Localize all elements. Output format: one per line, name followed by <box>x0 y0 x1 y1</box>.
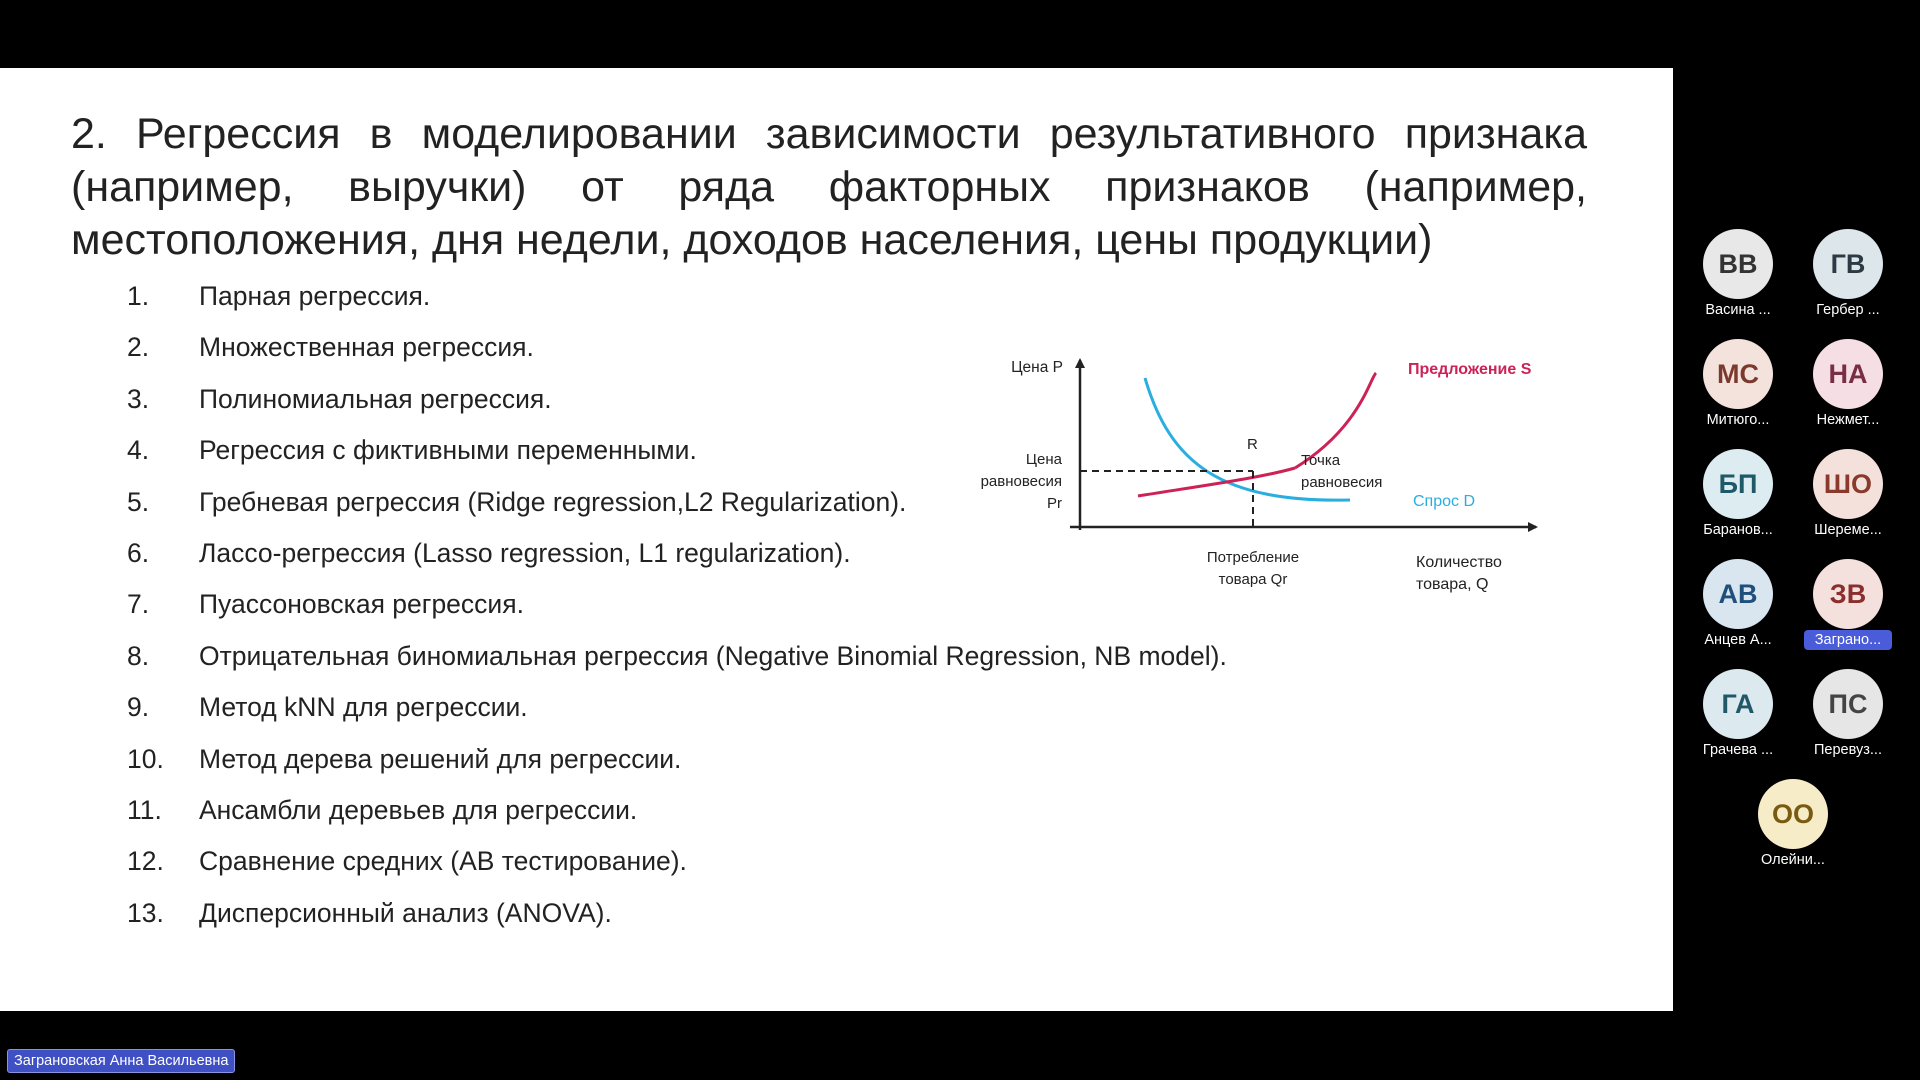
price-caption-2: равновесия <box>981 473 1062 490</box>
presentation-slide: 2. Регрессия в моделировании зависимости… <box>0 68 1673 1011</box>
participant-name: Митюго... <box>1706 412 1770 428</box>
participant-tile[interactable]: АВ Анцев А... <box>1688 559 1788 650</box>
item-number: 4. <box>127 435 150 466</box>
avatar: БП <box>1703 449 1773 519</box>
participant-name: Перевуз... <box>1814 742 1882 758</box>
participant-tile[interactable]: МС Митюго... <box>1688 339 1788 430</box>
item-text: Отрицательная биномиальная регрессия (Ne… <box>199 640 1227 671</box>
item-text: Дисперсионный анализ (ANOVA). <box>199 897 612 928</box>
item-text: Метод kNN для регрессии. <box>199 692 528 723</box>
avatar: ОО <box>1758 779 1828 849</box>
quantity-caption-1: Потребление <box>1207 549 1299 566</box>
participants-panel: ВВ Васина ... ГВ Гербер ... МС Митюго...… <box>1673 0 1920 1080</box>
equilibrium-caption-1: Точка <box>1301 452 1341 469</box>
participant-tile[interactable]: БП Баранов... <box>1688 449 1788 540</box>
quantity-caption-2: товара Qr <box>1219 571 1288 588</box>
participant-tile-active-speaker[interactable]: ЗВ Заграно... <box>1798 559 1898 655</box>
avatar: НА <box>1813 339 1883 409</box>
participant-tile[interactable]: ВВ Васина ... <box>1688 229 1788 320</box>
item-number: 9. <box>127 692 150 723</box>
item-text: Метод дерева решений для регрессии. <box>199 743 682 774</box>
participant-name: Заграно... <box>1804 630 1892 650</box>
item-number: 13. <box>127 897 164 928</box>
avatar: ПС <box>1813 669 1883 739</box>
price-caption-1: Цена <box>1026 451 1063 468</box>
item-number: 1. <box>127 281 150 311</box>
item-text: Полиномиальная регрессия. <box>199 383 552 414</box>
item-text: Парная регрессия. <box>199 281 431 311</box>
slide-title: 2. Регрессия в моделировании зависимости… <box>71 110 1587 264</box>
item-number: 7. <box>127 589 150 620</box>
supply-label: Предложение S <box>1408 361 1532 378</box>
avatar: АВ <box>1703 559 1773 629</box>
supply-curve-lower <box>1137 466 1296 498</box>
participant-tile[interactable]: ОО Олейни... <box>1743 779 1843 870</box>
item-number: 2. <box>127 332 150 363</box>
demand-curve <box>1143 377 1351 502</box>
item-text: Пуассоновская регрессия. <box>199 589 524 620</box>
x-axis-label-1: Количество <box>1416 554 1502 571</box>
demand-label: Спрос D <box>1413 493 1475 510</box>
x-axis-label-2: товара, Q <box>1416 576 1488 593</box>
participant-name: Шереме... <box>1814 522 1882 538</box>
participant-name: Анцев А... <box>1704 632 1772 648</box>
item-number: 3. <box>127 383 150 414</box>
item-text: Множественная регрессия. <box>199 332 534 363</box>
equilibrium-caption-2: равновесия <box>1301 474 1382 491</box>
item-text: Гребневая регрессия (Ridge regression,L2… <box>199 486 907 517</box>
item-number: 6. <box>127 537 150 568</box>
item-text: Сравнение средних (АВ тестирование). <box>199 846 687 877</box>
participant-name: Гербер ... <box>1816 302 1880 318</box>
participant-tile[interactable]: ПС Перевуз... <box>1798 669 1898 760</box>
avatar: ГВ <box>1813 229 1883 299</box>
item-text: Лассо-регрессия (Lasso regression, L1 re… <box>199 537 851 568</box>
supply-curve-upper <box>1294 371 1378 470</box>
item-number: 11. <box>127 794 162 825</box>
avatar: МС <box>1703 339 1773 409</box>
item-number: 10. <box>127 743 164 774</box>
participant-name: Баранов... <box>1703 522 1773 538</box>
avatar: ШО <box>1813 449 1883 519</box>
equilibrium-point-label: R <box>1247 436 1258 453</box>
y-axis-label: Цена P <box>1011 359 1063 376</box>
price-caption-3: Pr <box>1047 495 1062 512</box>
participant-tile[interactable]: ГВ Гербер ... <box>1798 229 1898 320</box>
participant-name: Васина ... <box>1705 302 1771 318</box>
avatar: ГА <box>1703 669 1773 739</box>
participant-name: Нежмет... <box>1816 412 1880 428</box>
participant-tile[interactable]: НА Нежмет... <box>1798 339 1898 430</box>
item-number: 8. <box>127 640 150 671</box>
participant-tile[interactable]: ШО Шереме... <box>1798 449 1898 540</box>
item-text: Ансамбли деревьев для регрессии. <box>199 794 638 825</box>
item-text: Регрессия с фиктивными переменными. <box>199 435 697 466</box>
participant-tile[interactable]: ГА Грачева ... <box>1688 669 1788 760</box>
participant-name: Олейни... <box>1761 852 1825 868</box>
participant-name: Грачева ... <box>1702 742 1774 758</box>
supply-demand-svg: Цена P Предложение S Спрос D R Точка рав… <box>981 358 1538 593</box>
supply-demand-diagram: Цена P Предложение S Спрос D R Точка рав… <box>950 278 1550 673</box>
active-speaker-label: Заграновская Анна Васильевна <box>7 1049 236 1073</box>
avatar: ВВ <box>1703 229 1773 299</box>
item-number: 12. <box>127 846 164 877</box>
item-number: 5. <box>127 486 150 517</box>
avatar: ЗВ <box>1813 559 1883 629</box>
